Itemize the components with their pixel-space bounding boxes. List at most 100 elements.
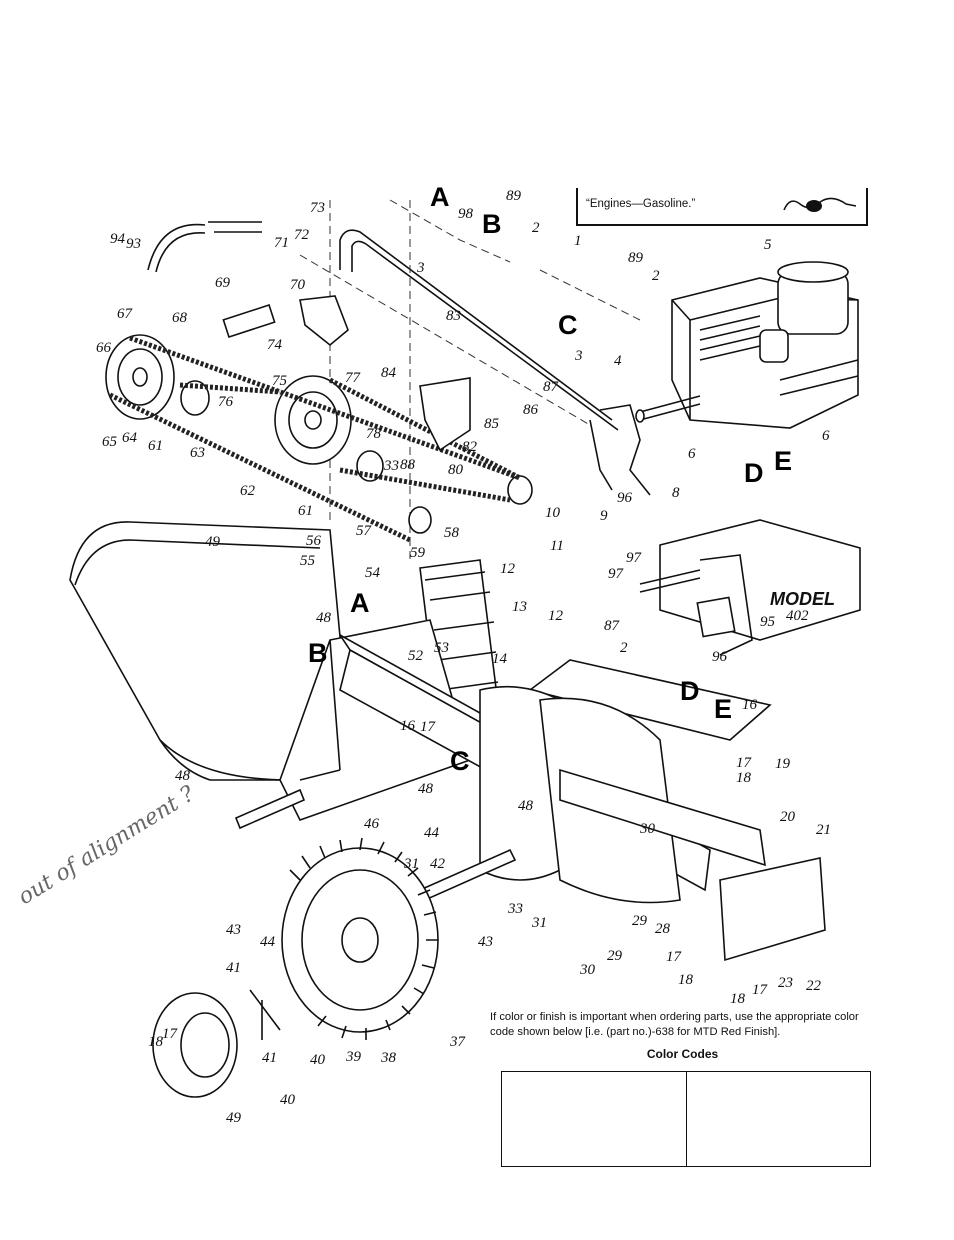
part-number-88: 88 (400, 457, 416, 473)
part-number-20: 20 (780, 809, 796, 825)
part-number-18-d: 18 (148, 1034, 164, 1050)
part-number-68: 67 (117, 306, 134, 322)
part-number-63: 62 (240, 483, 256, 499)
part-number-12-b: 12 (548, 608, 564, 624)
color-codes-column-right (685, 1072, 871, 1166)
part-number-21: 21 (816, 822, 831, 838)
handle-drawing (147, 221, 651, 496)
part-number-3-b: 3 (574, 348, 583, 364)
part-number-75: 83 (446, 308, 461, 324)
part-number-40-b: 40 (280, 1092, 296, 1108)
part-number-74: 73 (310, 200, 325, 216)
part-number-40-a: 40 (310, 1052, 326, 1068)
part-number-45-a: 44 (424, 825, 440, 841)
part-number-38: 38 (380, 1050, 397, 1066)
model-402-inset-drawing (639, 519, 861, 656)
part-number-31-a: 33 (383, 458, 399, 474)
part-number-94-a: 96 (617, 490, 633, 506)
callout-a-top: A (430, 182, 450, 212)
engine-icon (783, 197, 857, 212)
part-number-65: 64 (122, 430, 138, 446)
part-number-73: 72 (294, 227, 310, 243)
part-number-18-c: 18 (730, 991, 746, 1007)
part-number-80: 78 (366, 426, 382, 442)
color-codes-column-left (502, 1072, 686, 1166)
part-number-93: 94 (110, 231, 126, 247)
part-number-52: 48 (175, 768, 191, 784)
part-number-53: 49 (205, 534, 221, 550)
part-number-70: 69 (215, 275, 231, 291)
part-number-13: 13 (512, 599, 527, 615)
part-number-95: 95 (760, 614, 776, 630)
part-number-9: 9 (600, 508, 608, 524)
part-number-92: 93 (126, 236, 141, 252)
part-number-48: 46 (364, 816, 380, 832)
part-number-28: 28 (655, 921, 671, 937)
part-number-41-b: 41 (262, 1050, 277, 1066)
part-number-18-b: 18 (678, 972, 694, 988)
part-number-42: 49 (226, 1110, 242, 1126)
part-number-94-b: 96 (712, 649, 728, 665)
cable-line-b (539, 269, 641, 321)
part-number-97: 97 (626, 550, 643, 566)
part-number-69: 68 (172, 310, 188, 326)
part-number-2-b: 2 (652, 268, 660, 284)
part-number-59: 55 (300, 553, 316, 569)
part-number-76: 74 (267, 337, 283, 353)
part-number-89-a: 89 (506, 188, 522, 204)
part-number-56: 54 (365, 565, 381, 581)
callout-letters: A B C D E A B C D E (308, 182, 792, 776)
part-number-5: 5 (764, 237, 772, 253)
callout-b-top: B (482, 209, 502, 239)
engine-drawing (635, 261, 859, 429)
part-number-2-c: 2 (620, 640, 628, 656)
part-number-11: 11 (550, 538, 564, 554)
callout-a-bottom: A (350, 588, 370, 618)
part-number-6-b: 6 (822, 428, 830, 444)
color-note: If color or finish is important when ord… (490, 1011, 859, 1038)
part-number-12-a: 12 (500, 561, 516, 577)
part-number-58: 59 (410, 545, 426, 561)
part-number-49-a: 48 (316, 610, 332, 626)
wheel-drawing (152, 837, 439, 1098)
part-number-29: 29 (632, 913, 648, 929)
part-number-33-a: 31 (403, 856, 419, 872)
part-number-45-b: 44 (260, 934, 276, 950)
part-number-62-b: 61 (298, 503, 313, 519)
part-number-67: 66 (96, 340, 112, 356)
part-number-39: 39 (345, 1049, 362, 1065)
part-number-84: 82 (462, 439, 478, 455)
color-codes-table (501, 1071, 871, 1167)
part-number-22: 22 (806, 978, 822, 994)
part-number-78: 76 (218, 394, 234, 410)
part-number-18-a: 18 (736, 770, 752, 786)
part-number-43: 43 (478, 934, 493, 950)
part-number-3-a: 3 (416, 260, 425, 276)
part-number-87-b: 87 (604, 618, 621, 634)
part-number-17-c: 17 (666, 949, 683, 965)
part-number-55: 53 (434, 640, 449, 656)
part-number-8: 8 (672, 485, 680, 501)
part-number-83: 84 (381, 365, 397, 381)
part-number-61: 57 (356, 523, 373, 539)
part-number-1: 1 (574, 233, 582, 249)
part-number-57: 58 (444, 525, 460, 541)
part-number-6-a: 6 (688, 446, 696, 462)
part-number-33-b: 31 (531, 915, 547, 931)
part-number-87-a: 87 (543, 379, 560, 395)
part-number-16-a: 16 (400, 718, 416, 734)
part-number-23: 23 (778, 975, 793, 991)
tine-shaft-drawing (234, 788, 306, 830)
callout-b-bottom: B (308, 638, 328, 668)
callout-e-top: E (774, 446, 792, 476)
part-number-96: 97 (608, 566, 625, 582)
frame-drawing (279, 559, 826, 962)
part-number-60: 56 (306, 533, 322, 549)
part-number-64: 63 (190, 445, 205, 461)
part-number-19: 19 (775, 756, 791, 772)
model-number: 402 (786, 608, 809, 624)
part-number-77: 75 (272, 373, 288, 389)
part-number-44: 43 (226, 922, 241, 938)
part-number-14: 14 (492, 651, 508, 667)
